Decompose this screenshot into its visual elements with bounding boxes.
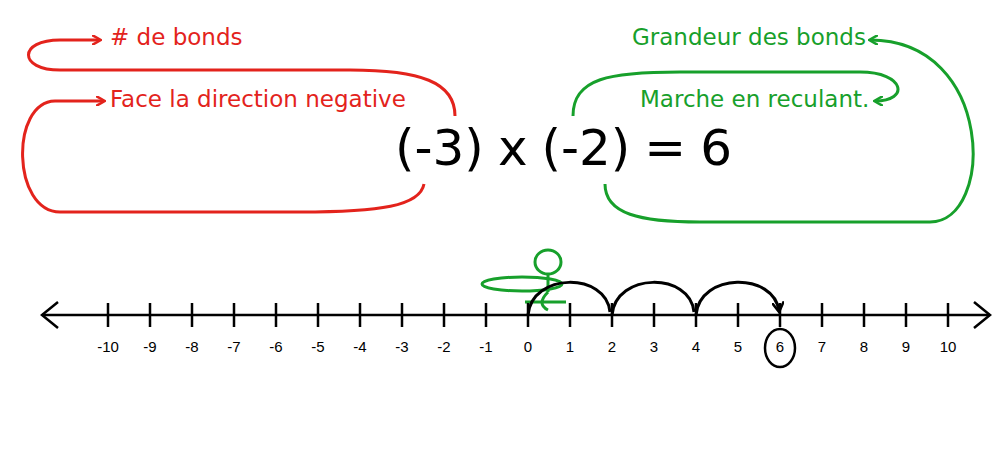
tick-label: -7 — [227, 338, 240, 356]
tick-label: -6 — [269, 338, 282, 356]
tick-label: -1 — [479, 338, 492, 356]
tick-label: 1 — [566, 338, 574, 356]
tick-label: 6 — [776, 338, 784, 356]
tick-label: 2 — [608, 338, 616, 356]
equation-part: x — [498, 118, 528, 178]
jump-arcs — [528, 282, 779, 315]
tick-label: 7 — [818, 338, 826, 356]
tick-label: 5 — [734, 338, 742, 356]
tick-label: -5 — [311, 338, 324, 356]
tick-label: 8 — [860, 338, 868, 356]
tick-label: -9 — [143, 338, 156, 356]
equation-part: (-3) — [395, 118, 484, 178]
tick-label: -8 — [185, 338, 198, 356]
answer-circle — [765, 329, 795, 367]
stick-figure — [482, 250, 566, 310]
tick-label: -3 — [395, 338, 408, 356]
tick-label: -2 — [437, 338, 450, 356]
annotation-note: # de bonds — [110, 24, 242, 52]
equation-part: = — [644, 118, 686, 178]
tick-label: 4 — [692, 338, 700, 356]
equation-part: (-2) — [541, 118, 630, 178]
annotation-note: Face la direction negative — [110, 86, 406, 114]
tick-label: 9 — [902, 338, 910, 356]
equation-part: 6 — [700, 118, 732, 178]
tick-label: 10 — [940, 338, 957, 356]
tick-label: 3 — [650, 338, 658, 356]
tick-label: 0 — [524, 338, 532, 356]
tick-label: -4 — [353, 338, 366, 356]
leader-line — [29, 40, 456, 116]
leader-line — [23, 101, 424, 212]
leader-line — [605, 40, 973, 222]
number-line — [42, 302, 990, 328]
annotation-note: Marche en reculant. — [640, 86, 869, 114]
leader-line — [573, 72, 898, 116]
tick-label: -10 — [97, 338, 119, 356]
annotation-note: Grandeur des bonds — [632, 24, 866, 52]
